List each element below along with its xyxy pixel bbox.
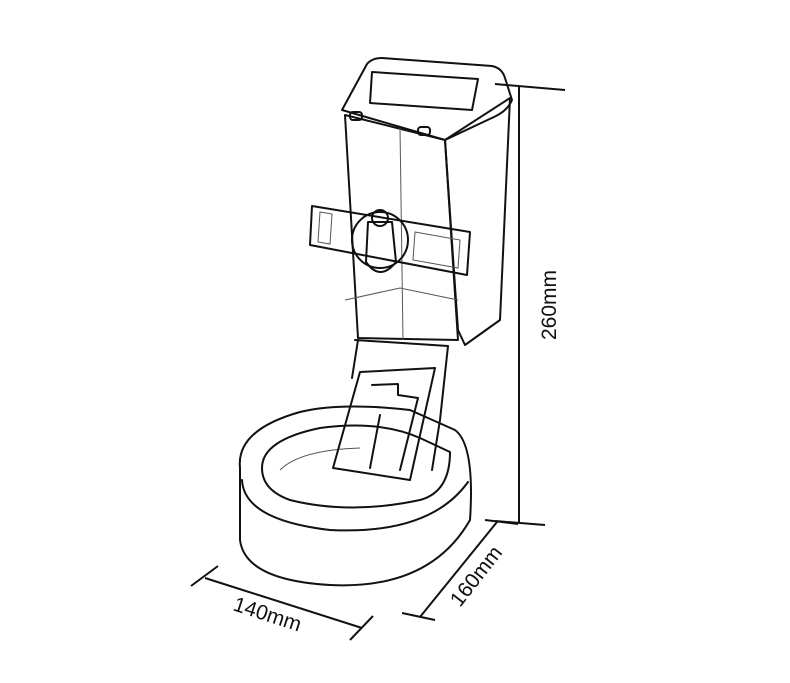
container-front xyxy=(344,114,459,341)
bowl-rim xyxy=(241,479,469,532)
lid-window xyxy=(369,71,479,111)
container-lid xyxy=(341,57,513,141)
food-chute xyxy=(332,367,436,481)
gravity-feeder-drawing xyxy=(238,57,513,587)
clamp-knob xyxy=(351,211,409,269)
width-label: 140mm xyxy=(230,593,304,637)
bowl-base xyxy=(238,405,472,587)
height-label: 260mm xyxy=(538,270,561,340)
mounting-clamp xyxy=(309,205,471,276)
bowl-inner xyxy=(261,424,451,509)
depth-label: 160mm xyxy=(446,542,507,611)
height-dimension: 260mm xyxy=(494,83,566,526)
